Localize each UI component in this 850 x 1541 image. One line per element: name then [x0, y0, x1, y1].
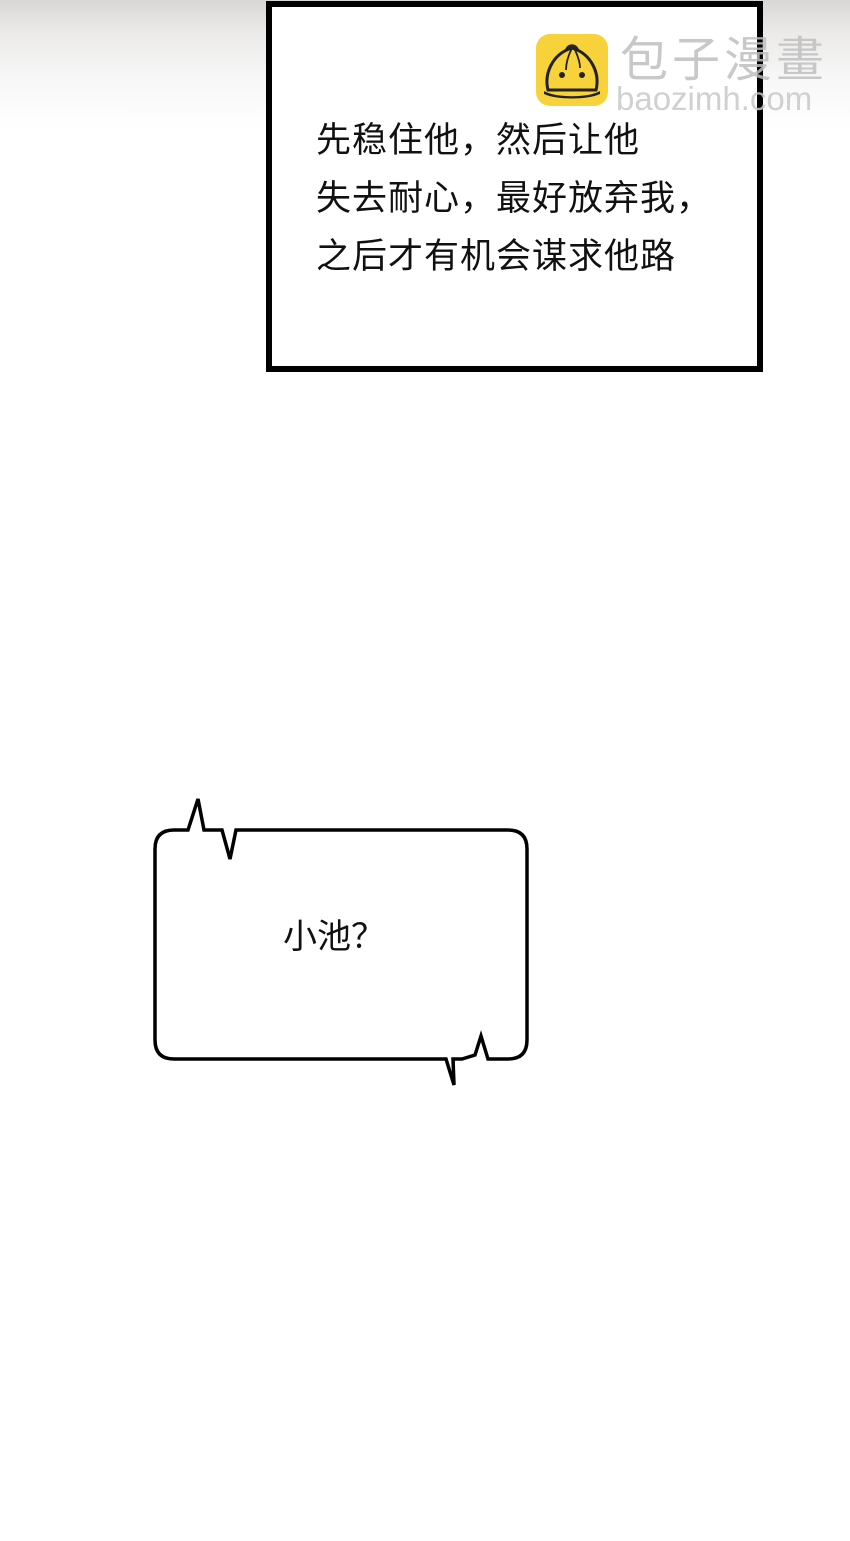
- narration-line-3: 之后才有机会谋求他路: [316, 237, 677, 277]
- speech-text: 小池？: [283, 917, 385, 957]
- speech-bubble-outline: [153, 798, 529, 1086]
- watermark-title: 包子漫畫: [620, 32, 829, 88]
- narration-line-1: 先稳住他，然后让他: [316, 121, 641, 161]
- narration-box: 先稳住他，然后让他 失去耐心，最好放弃我， 之后才有机会谋求他路: [266, 1, 763, 372]
- watermark-url: baozimh.com: [616, 80, 813, 117]
- steamed-bun-icon: [536, 34, 608, 106]
- narration-text: 先稳住他，然后让他 失去耐心，最好放弃我， 之后才有机会谋求他路: [316, 112, 712, 286]
- watermark: 包子漫畫 baozimh.com: [536, 32, 836, 117]
- narration-line-2: 失去耐心，最好放弃我，: [316, 179, 713, 219]
- speech-bubble: 小池？: [150, 795, 535, 1090]
